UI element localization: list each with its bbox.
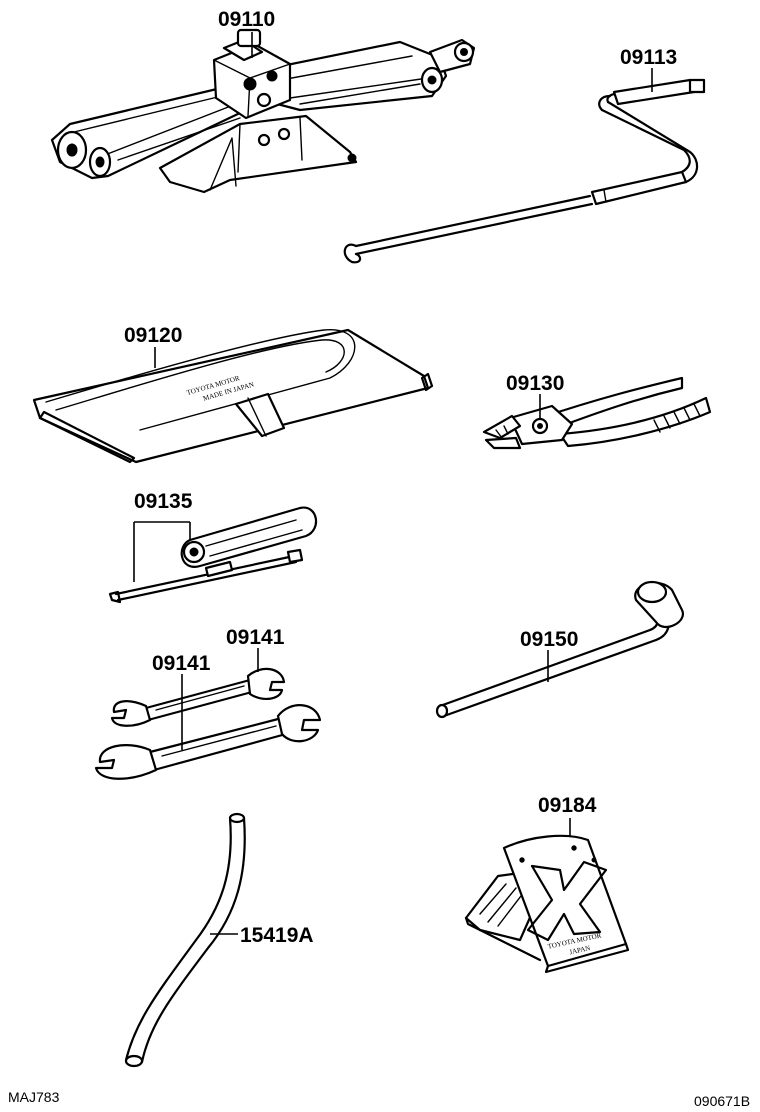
tool-bag: TOYOTA MOTOR MADE IN JAPAN: [32, 328, 434, 464]
lug-wrench: [435, 580, 685, 719]
wrench-lower: [94, 704, 322, 780]
screwdriver: [108, 506, 317, 604]
scissor-jack: [50, 28, 476, 194]
label-wrench-lower: 09141: [152, 652, 211, 675]
jack-handle: [343, 78, 706, 264]
label-jack: 09110: [218, 8, 275, 31]
label-lug-wrench: 09150: [520, 628, 578, 651]
label-screwdriver: 09135: [134, 490, 193, 513]
wrench-upper: [110, 667, 286, 727]
label-wrench-upper: 09141: [226, 626, 285, 649]
diagram-code-right: 090671B: [694, 1093, 750, 1109]
hose: [124, 812, 246, 1068]
part-labels: 09110 09113 09120 09130 09135 09141 0914…: [124, 8, 677, 947]
label-wheel-chock: 09184: [538, 794, 597, 817]
label-jack-handle: 09113: [620, 46, 677, 69]
wheel-chock: TOYOTA MOTOR JAPAN: [464, 834, 630, 974]
leader-screwdriver: [133, 521, 191, 582]
diagram-code-left: MAJ783: [8, 1089, 60, 1105]
label-hose: 15419A: [240, 924, 314, 947]
leader-lines: [133, 32, 653, 935]
label-pliers: 09130: [506, 372, 564, 395]
label-tool-bag: 09120: [124, 324, 182, 347]
pliers: [482, 376, 712, 450]
